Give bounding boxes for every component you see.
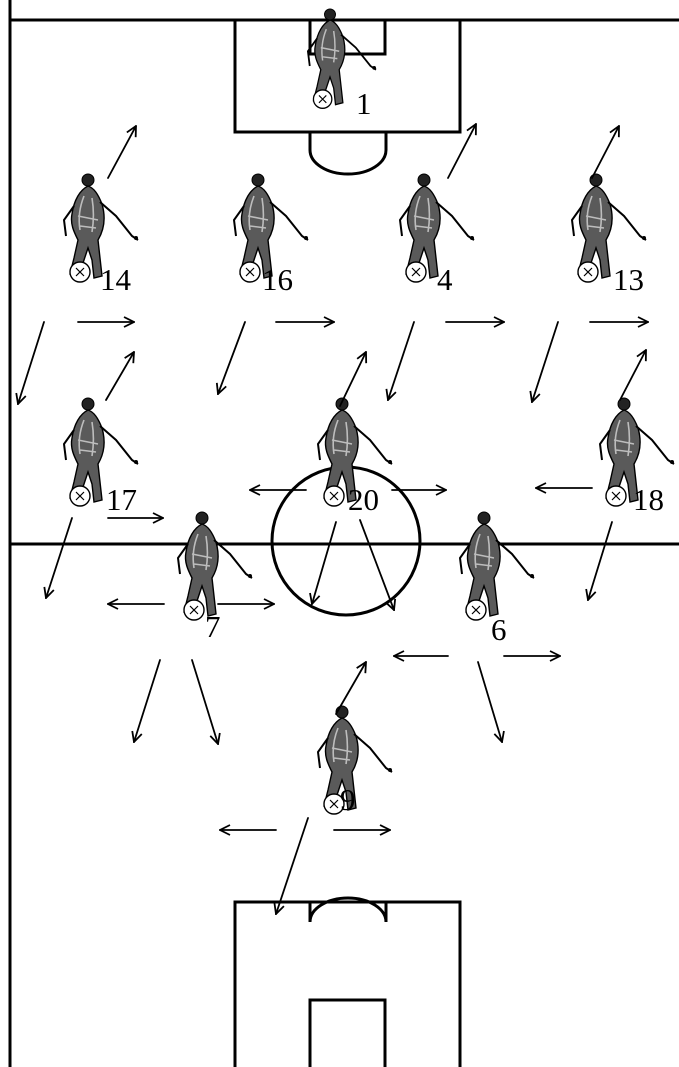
arrow-20-down-right <box>359 519 394 610</box>
arrow-18-down <box>588 521 613 600</box>
player-17: 17 <box>63 397 139 517</box>
player-20: 20 <box>317 397 393 517</box>
player-number: 13 <box>613 262 644 297</box>
bottom-penalty-box <box>233 900 462 1067</box>
players: 1 14 16 4 13 17 20 18 <box>63 8 675 817</box>
player-4: 4 <box>399 173 475 297</box>
arrow-20-up <box>339 352 366 407</box>
arrow-17-down <box>46 517 73 598</box>
player-number: 18 <box>633 482 664 517</box>
player-13: 13 <box>571 173 647 297</box>
movement-arrows <box>18 124 648 914</box>
arrow-18-up <box>619 350 646 401</box>
arrow-9-down <box>276 817 309 914</box>
bottom-goal-box <box>308 998 387 1067</box>
top-goal-box <box>308 18 387 56</box>
arrow-16-down <box>218 321 246 394</box>
player-number: 4 <box>437 262 453 297</box>
arrow-7-down-left <box>134 659 161 742</box>
player-number: 20 <box>348 482 379 517</box>
arrow-4-up <box>447 124 476 179</box>
arrow-20-down-left <box>312 521 337 604</box>
arrow-13-down <box>532 321 559 402</box>
player-14: 14 <box>63 173 139 297</box>
player-number: 14 <box>100 262 132 297</box>
arrow-4-down <box>388 321 415 400</box>
player-9: 9 <box>317 705 393 817</box>
arrow-7-down-right <box>191 659 218 744</box>
arrow-17-up <box>105 352 134 401</box>
player-number: 9 <box>340 782 356 817</box>
player-18: 18 <box>599 397 675 517</box>
player-6: 6 <box>459 511 535 647</box>
player-number: 7 <box>205 609 221 644</box>
player-7: 7 <box>177 511 253 644</box>
top-penalty-box <box>233 18 462 134</box>
field-lines <box>8 0 679 1067</box>
arrow-13-up <box>591 126 619 179</box>
player-16: 16 <box>233 173 309 297</box>
arrow-6-down <box>477 661 502 742</box>
player-number: 6 <box>491 612 507 647</box>
arrow-9-up <box>335 662 366 715</box>
arrow-14-down <box>18 321 45 404</box>
player-number: 17 <box>106 482 137 517</box>
player-number: 16 <box>262 262 293 297</box>
bottom-penalty-arc <box>308 896 388 923</box>
top-penalty-arc <box>308 132 388 176</box>
player-number: 1 <box>356 86 372 121</box>
arrow-14-up <box>107 126 136 179</box>
player-1: 1 <box>307 8 377 121</box>
